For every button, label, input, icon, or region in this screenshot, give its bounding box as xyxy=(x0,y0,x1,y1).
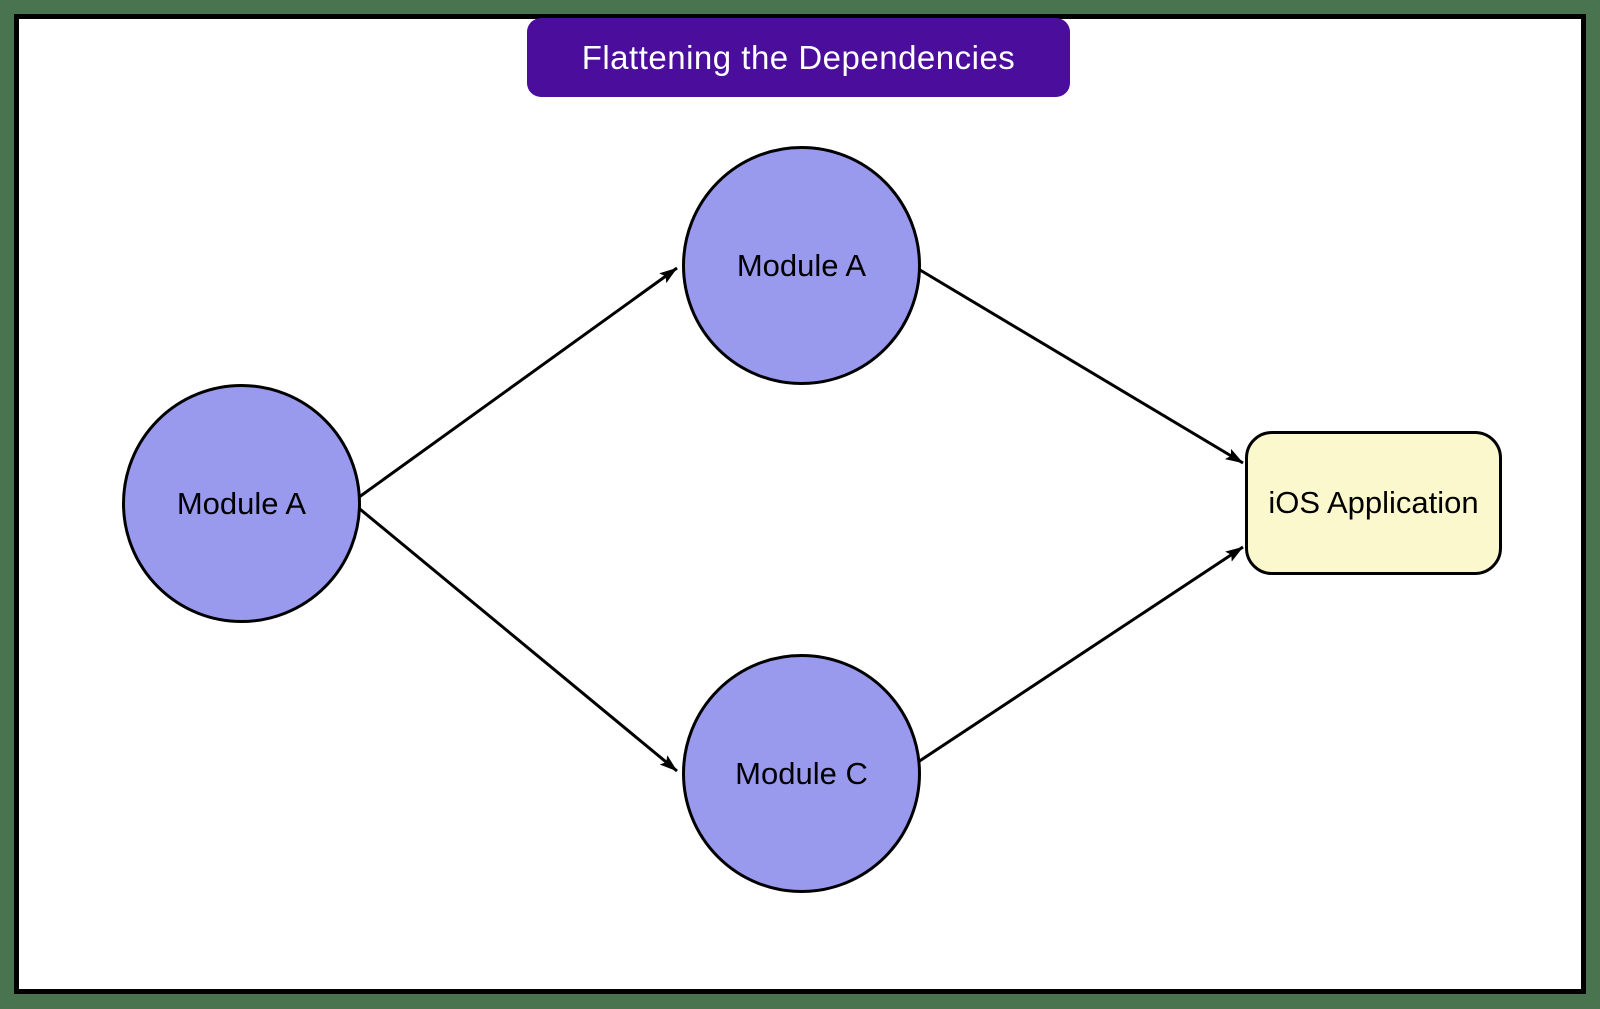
node-module-a-source: Module A xyxy=(122,384,361,623)
node-module-c: Module C xyxy=(682,654,921,893)
edge-source-to-top xyxy=(354,266,678,502)
node-ios-application: iOS Application xyxy=(1245,431,1502,575)
node-module-a-source-label: Module A xyxy=(176,485,307,521)
node-ios-application-label: iOS Application xyxy=(1268,485,1479,520)
diagram-title-banner: Flattening the Dependencies xyxy=(527,18,1070,97)
edge-top-to-app xyxy=(914,265,1244,465)
diagram-title: Flattening the Dependencies xyxy=(581,38,1016,76)
node-module-c-label: Module C xyxy=(735,755,868,791)
node-module-a-top-label: Module A xyxy=(736,247,867,283)
edge-source-to-bottom xyxy=(354,503,678,773)
node-module-a-top: Module A xyxy=(682,146,921,385)
edge-bottom-to-app xyxy=(914,545,1244,766)
